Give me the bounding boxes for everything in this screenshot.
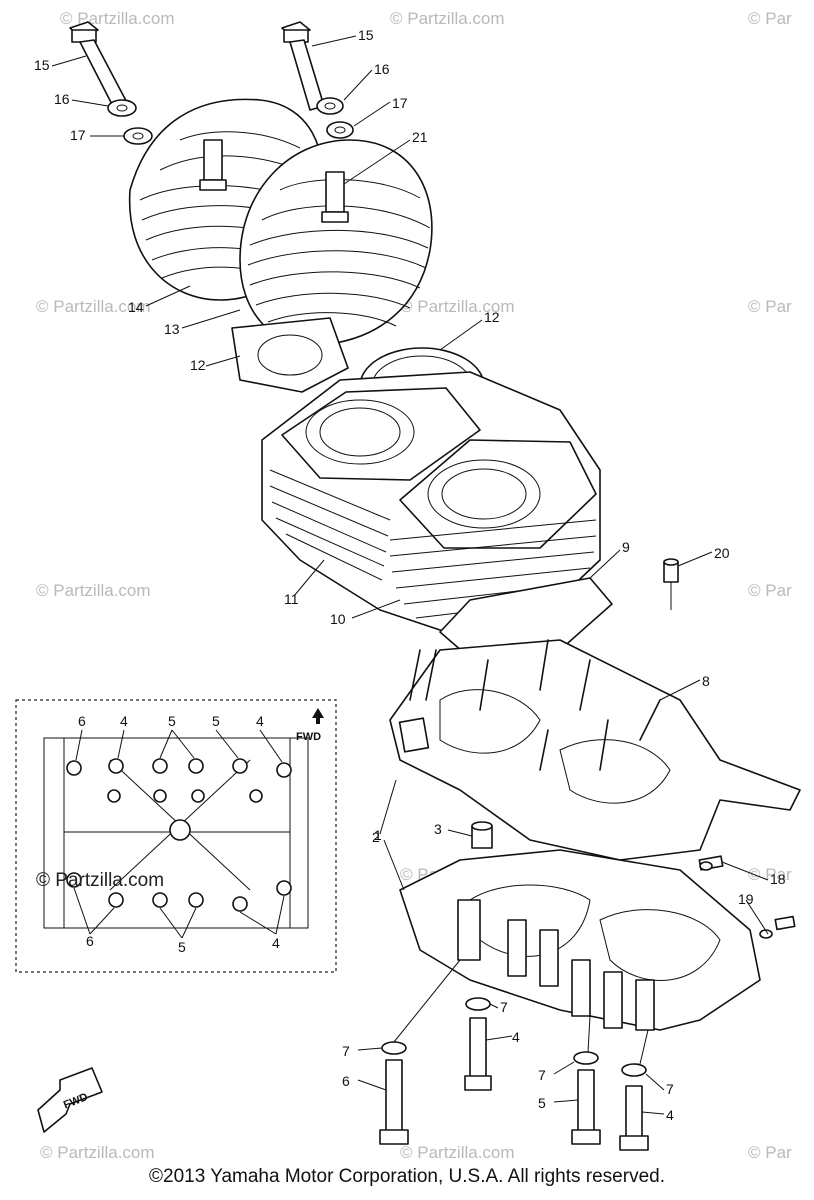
callout-20: 20 xyxy=(714,545,730,561)
inset-fwd-label: FWD xyxy=(296,731,321,743)
bottom-bolt-4-left xyxy=(464,997,492,1091)
side-bolt-lower xyxy=(759,915,796,939)
callout-1: 1 xyxy=(374,827,382,843)
upper-crankcase xyxy=(389,639,801,861)
watermark: © Partzilla.com xyxy=(400,297,515,316)
callouts: 15 16 17 15 16 17 21 14 13 12 12 11 10 9… xyxy=(34,27,786,1123)
watermark: © Par xyxy=(748,581,792,600)
inset-watermark: © Partzilla.com xyxy=(36,870,164,891)
side-bolt-upper xyxy=(698,855,724,871)
watermark: © Partzilla.com xyxy=(400,1143,515,1162)
callout-5: 5 xyxy=(538,1095,546,1111)
callout-16: 16 xyxy=(54,91,70,107)
inset-bolt-holes xyxy=(66,758,292,912)
callout-4: 4 xyxy=(512,1029,520,1045)
callout-7: 7 xyxy=(538,1067,546,1083)
callout-4: 4 xyxy=(666,1107,674,1123)
callout-10: 10 xyxy=(330,611,346,627)
callout-15: 15 xyxy=(358,27,374,43)
callout-3: 3 xyxy=(434,821,442,837)
callout-6: 6 xyxy=(342,1073,350,1089)
head-bolt-left xyxy=(69,21,133,117)
inset-callout: 5 xyxy=(212,713,220,729)
callout-8: 8 xyxy=(702,673,710,689)
watermark: © Partzilla.com xyxy=(36,581,151,600)
head-gasket-left xyxy=(231,317,349,393)
watermark: © Par xyxy=(748,9,792,28)
watermark: © Par xyxy=(748,297,792,316)
bottom-bolt-6 xyxy=(379,1041,409,1145)
callout-15: 15 xyxy=(34,57,50,73)
bottom-bolt-4-right xyxy=(619,1063,649,1151)
watermark: © Par xyxy=(748,1143,792,1162)
watermark: © Partzilla.com xyxy=(390,9,505,28)
callout-14: 14 xyxy=(128,299,144,315)
watermark: © Par xyxy=(748,865,792,884)
callout-17: 17 xyxy=(392,95,408,111)
lower-crankcase xyxy=(399,849,761,1031)
callout-16: 16 xyxy=(374,61,390,77)
cylinder-block xyxy=(261,371,601,641)
inset-callout: 5 xyxy=(178,939,186,955)
inset-callout: 5 xyxy=(168,713,176,729)
cylinder-head-right xyxy=(239,139,433,346)
callout-11: 11 xyxy=(284,591,299,607)
bottom-bolt-5 xyxy=(571,1051,601,1145)
watermark: © Partzilla.com xyxy=(40,1143,155,1162)
callout-7: 7 xyxy=(500,999,508,1015)
callout-21: 21 xyxy=(412,129,428,145)
leader-lines xyxy=(51,35,769,1115)
inset-callout: 4 xyxy=(120,713,128,729)
washer-17-left xyxy=(123,127,153,145)
callout-17: 17 xyxy=(70,127,86,143)
dowel-pin xyxy=(663,558,679,583)
inset-callout: 6 xyxy=(86,933,94,949)
callout-13: 13 xyxy=(164,321,180,337)
fwd-arrow-icon xyxy=(312,708,324,724)
callout-7: 7 xyxy=(666,1081,674,1097)
callout-12: 12 xyxy=(190,357,206,373)
washer-17-right xyxy=(326,121,354,139)
callout-2: 2 xyxy=(372,829,380,845)
inset-callout: 6 xyxy=(78,713,86,729)
washer-16-left xyxy=(107,99,137,117)
watermark: © Partzilla.com xyxy=(36,297,151,316)
crankcase-studs xyxy=(409,639,661,771)
callout-18: 18 xyxy=(770,871,786,887)
callout-7: 7 xyxy=(342,1043,350,1059)
copyright-notice: ©2013 Yamaha Motor Corporation, U.S.A. A… xyxy=(149,1166,665,1187)
washer-16-right xyxy=(316,97,344,115)
inset-callout: 4 xyxy=(272,935,280,951)
collar xyxy=(471,821,493,849)
fwd-direction-arrow: FWD xyxy=(37,1067,103,1133)
callout-12: 12 xyxy=(484,309,500,325)
callout-19: 19 xyxy=(738,891,754,907)
inset-detail: 6 4 5 5 4 6 5 4 FWD © Partzilla.com xyxy=(15,699,337,973)
head-bolt-right xyxy=(281,21,325,111)
inset-callout: 4 xyxy=(256,713,264,729)
callout-9: 9 xyxy=(622,539,630,555)
